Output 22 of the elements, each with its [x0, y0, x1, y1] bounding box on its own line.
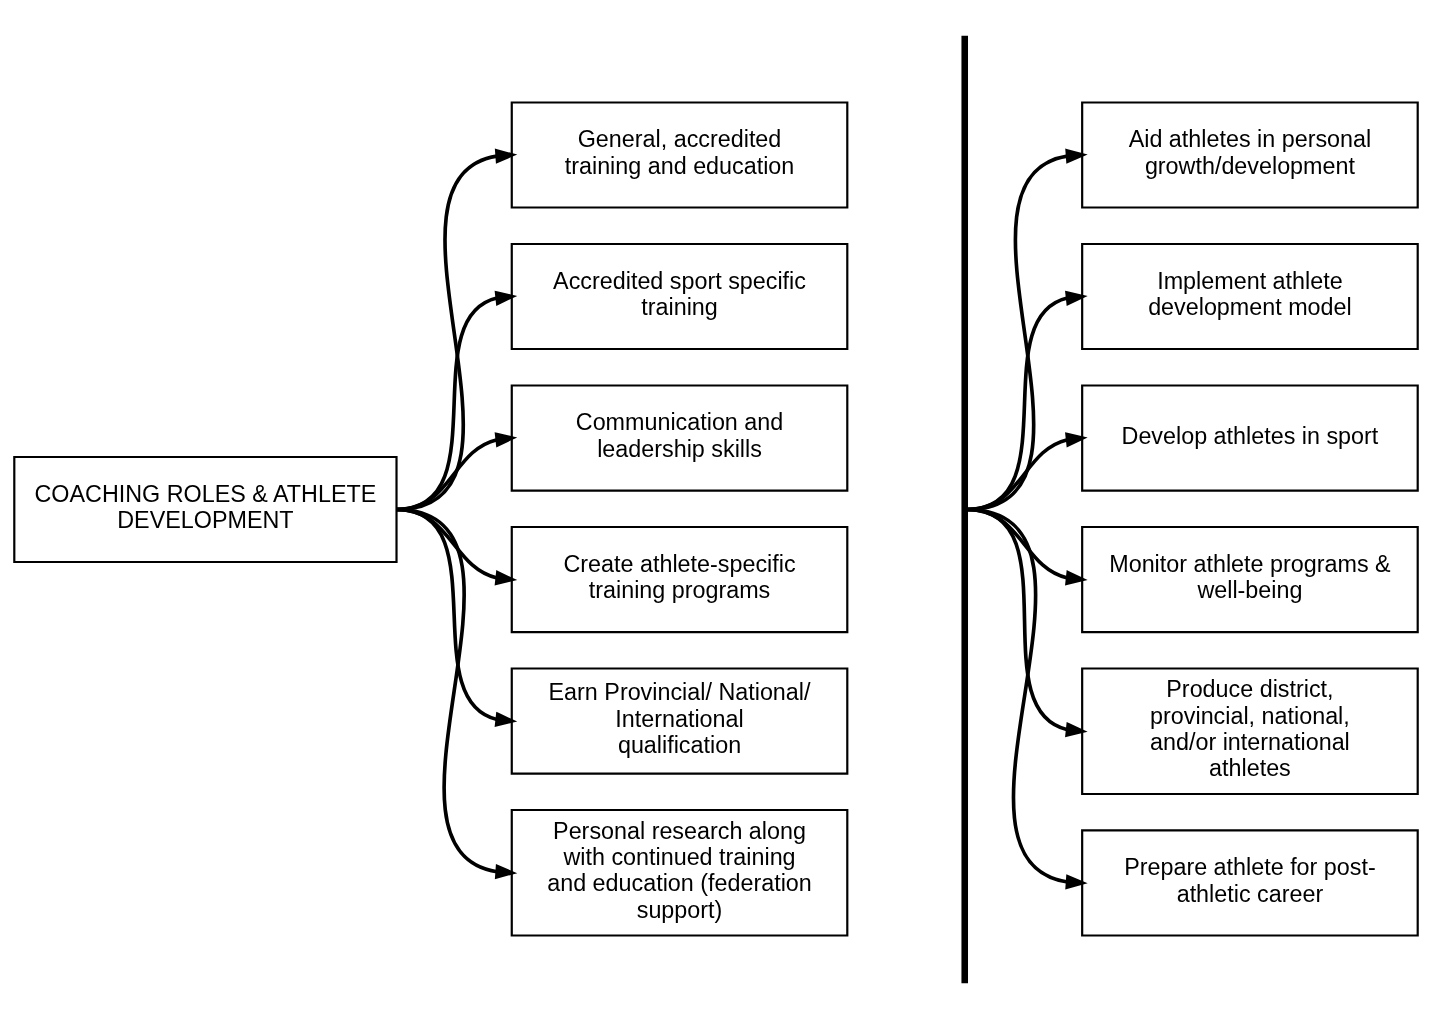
arrow [396, 290, 518, 512]
arrow [966, 290, 1088, 512]
node-bar [961, 35, 968, 984]
arrow [396, 148, 518, 512]
node-box: Accredited sport specific training [510, 242, 849, 351]
node-box: Aid athletes in personal growth/development [1081, 101, 1419, 209]
node-box: General, accredited training and education [510, 101, 849, 209]
node-box: Personal research along with continued training and education (federation support) [510, 808, 849, 937]
node-box: COACHING ROLES & ATHLETE DEVELOPMENT [13, 455, 398, 564]
arrow [966, 507, 1088, 890]
node-box: Monitor athlete programs & well-being [1081, 525, 1419, 634]
arrow [966, 148, 1088, 512]
node-box: Develop athletes in sport [1081, 384, 1419, 492]
arrow [966, 432, 1088, 512]
node-box: Earn Provincial/ National/ International qualification [510, 667, 849, 775]
arrow [396, 507, 518, 880]
node-box: Prepare athlete for post-athletic career [1081, 829, 1419, 937]
node-box: Produce district, provincial, national, and/or international athletes [1081, 667, 1419, 796]
arrow [396, 432, 518, 512]
node-box: Create athlete-specific training programs [510, 525, 849, 634]
node-box: Implement athlete development model [1081, 242, 1419, 351]
node-box: Communication and leadership skills [510, 384, 849, 492]
